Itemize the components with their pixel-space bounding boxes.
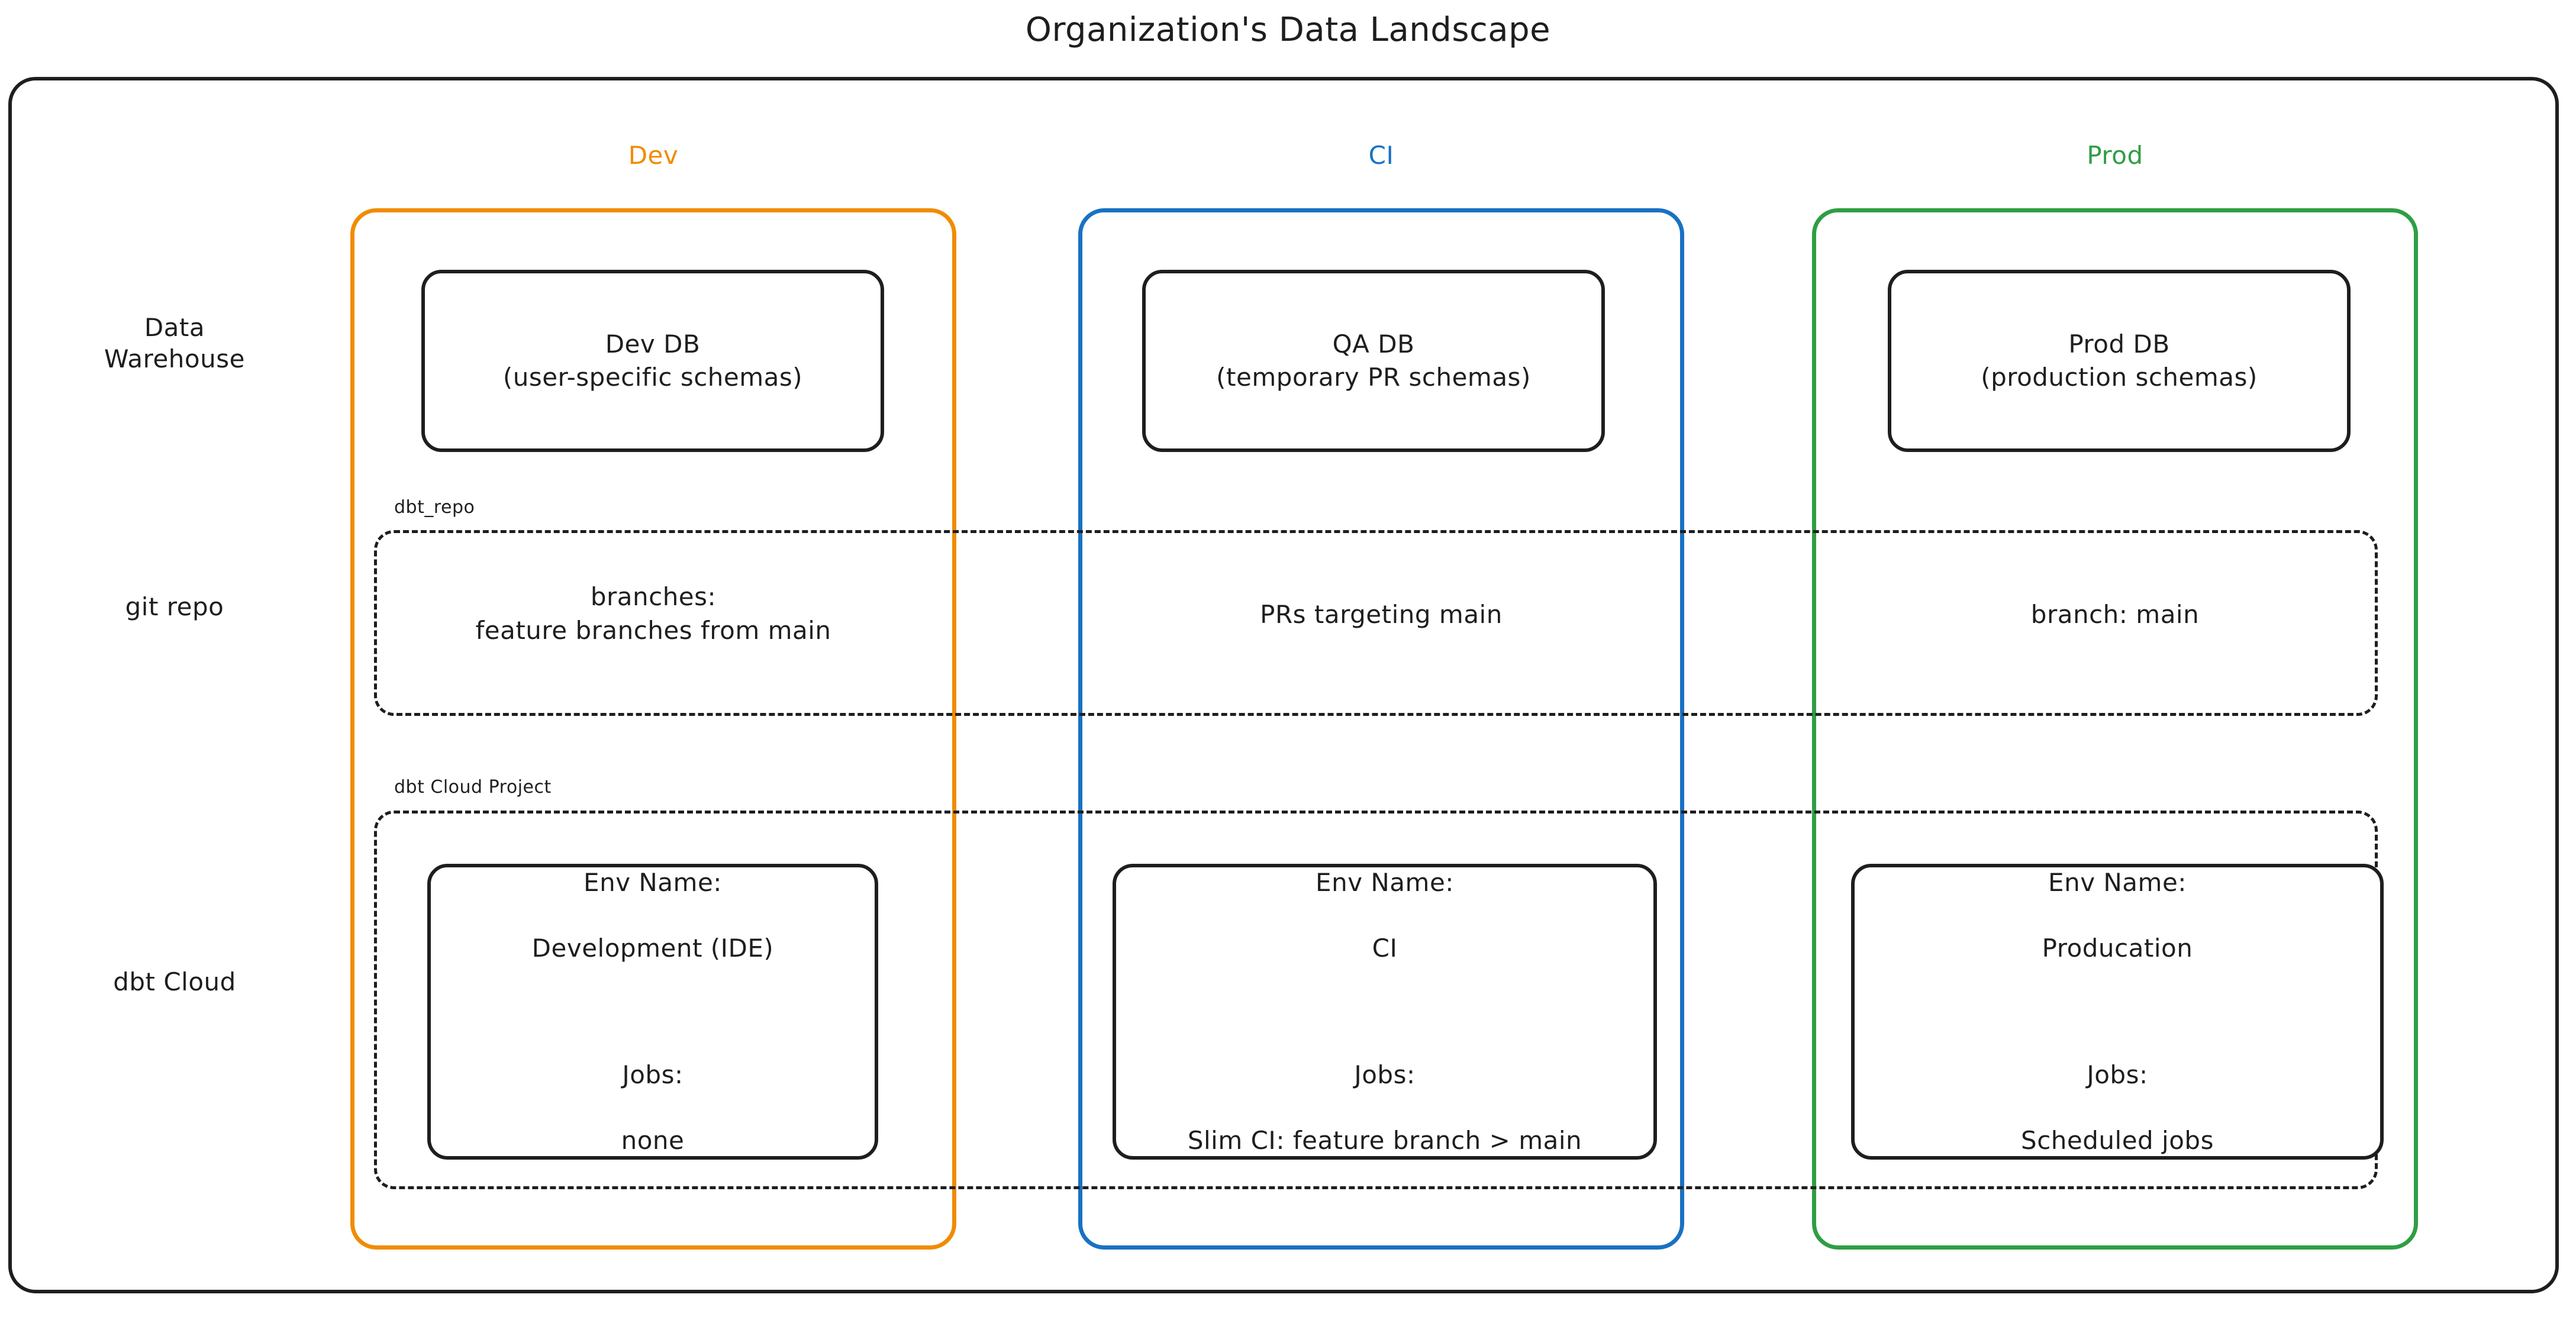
column-header-prod: Prod <box>2087 141 2143 170</box>
column-frame-dev <box>350 208 956 1250</box>
jobs-value-dev: none <box>621 1126 685 1155</box>
column-frame-ci <box>1078 208 1684 1250</box>
env-name-label-dev: Env Name: <box>583 868 722 898</box>
env-name-label-ci: Env Name: <box>1316 868 1454 898</box>
column-header-dev: Dev <box>628 141 679 170</box>
jobs-label-dev: Jobs: <box>622 1060 684 1090</box>
git-repo-dev-text: branches: feature branches from main <box>475 582 831 645</box>
group-container-dbt-repo <box>374 530 2378 716</box>
jobs-value-prod: Scheduled jobs <box>2021 1126 2214 1155</box>
git-repo-prod-text: branch: main <box>2030 600 2200 629</box>
row-label-dbt-cloud: dbt Cloud <box>113 967 236 996</box>
node-qa-db[interactable]: QA DB (temporary PR schemas) <box>1142 270 1605 452</box>
node-dbt-cloud-ci[interactable]: Env Name: CI Jobs: Slim CI: feature bran… <box>1113 864 1657 1160</box>
node-dbt-cloud-prod[interactable]: Env Name: Producation Jobs: Scheduled jo… <box>1851 864 2384 1160</box>
column-frame-prod <box>1812 208 2418 1250</box>
env-name-value-prod: Producation <box>2042 934 2193 963</box>
node-dev-db[interactable]: Dev DB (user-specific schemas) <box>421 270 884 452</box>
group-label-dbt-repo: dbt_repo <box>394 497 475 518</box>
row-label-git-repo: git repo <box>125 592 224 621</box>
node-dbt-cloud-dev[interactable]: Env Name: Development (IDE) Jobs: none <box>427 864 878 1160</box>
column-header-ci: CI <box>1368 141 1394 170</box>
row-label-data-warehouse: Data Warehouse <box>104 313 245 373</box>
env-name-value-dev: Development (IDE) <box>531 934 774 963</box>
outer-frame <box>8 77 2559 1293</box>
spacer <box>2021 998 2214 1026</box>
env-name-value-ci: CI <box>1372 934 1398 963</box>
env-box-dev-content: Env Name: Development (IDE) Jobs: none <box>532 834 774 1190</box>
group-label-dbt-cloud-project: dbt Cloud Project <box>394 777 552 798</box>
env-box-prod-content: Env Name: Producation Jobs: Scheduled jo… <box>2021 834 2214 1190</box>
jobs-label-ci: Jobs: <box>1354 1060 1416 1090</box>
spacer <box>532 998 774 1026</box>
spacer <box>1188 998 1582 1026</box>
page-title: Organization's Data Landscape <box>1025 11 1551 49</box>
git-repo-ci-text: PRs targeting main <box>1260 600 1503 629</box>
env-name-label-prod: Env Name: <box>2048 868 2187 898</box>
env-box-ci-content: Env Name: CI Jobs: Slim CI: feature bran… <box>1188 834 1582 1190</box>
jobs-label-prod: Jobs: <box>2087 1060 2148 1090</box>
node-prod-db[interactable]: Prod DB (production schemas) <box>1888 270 2351 452</box>
jobs-value-ci: Slim CI: feature branch > main <box>1187 1126 1582 1155</box>
